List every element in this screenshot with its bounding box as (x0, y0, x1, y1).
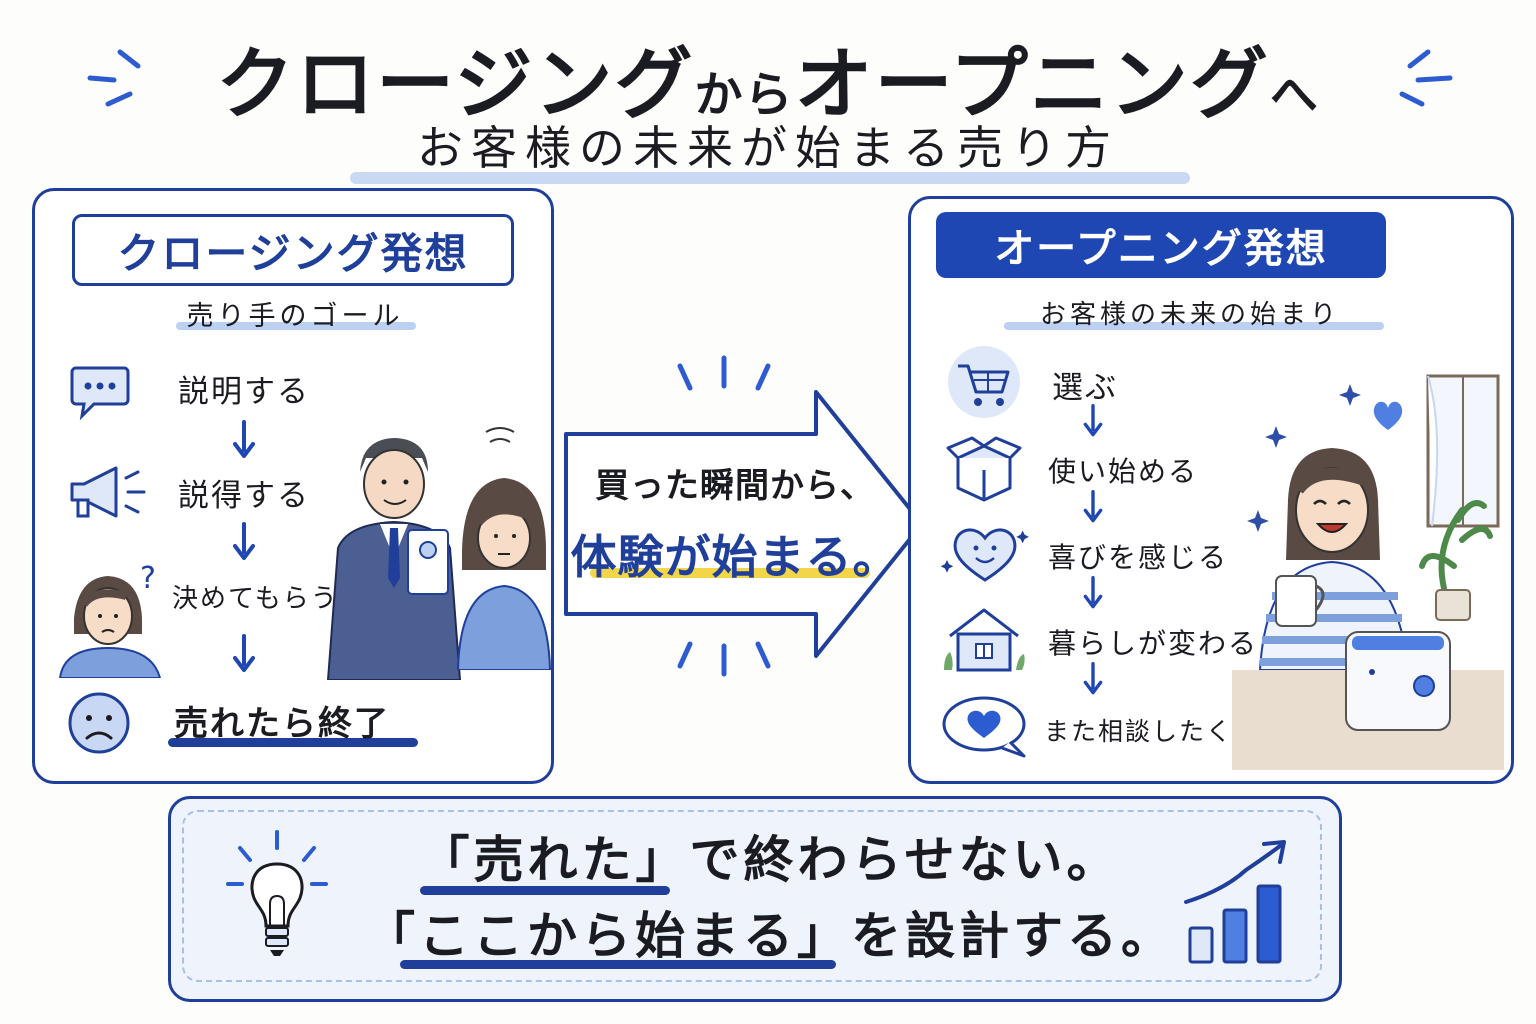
bottom-banner-inner (182, 810, 1322, 982)
closing-panel (32, 188, 554, 784)
bottom-start-underline (400, 960, 836, 969)
heart-face-icon (940, 528, 1029, 582)
opening-goal: お客様の未来の始まり (1039, 300, 1340, 330)
sad-face-icon (68, 692, 130, 754)
down-arrow-icon (233, 634, 255, 672)
closing-heading: クロージング発想 (72, 214, 514, 286)
megaphone-icon (70, 466, 146, 518)
subtitle: お客様の未来が始まる売り方 (417, 121, 1119, 175)
closing-step-explain: 説明する (178, 374, 310, 410)
closing-step-persuade: 説得する (178, 478, 310, 514)
title-sparkle-left-icon (87, 49, 141, 107)
worried-customer-icon: ? (58, 561, 162, 678)
title-suffix: へ (1269, 67, 1320, 123)
down-arrow-icon (1083, 490, 1103, 523)
center-message: 買った瞬間から、 体験が始まる。 (570, 458, 900, 587)
open-box-icon (946, 436, 1022, 502)
arrow-sparkle-bottom-icon (677, 641, 771, 677)
opening-goal-underline (1004, 322, 1384, 330)
listening-customer-icon (456, 427, 552, 670)
center-line1: 買った瞬間から、 (595, 466, 875, 506)
title-closing: クロージング (216, 40, 695, 130)
page-title: クロージングからオープニングへ (0, 22, 1536, 134)
down-arrow-icon (233, 522, 255, 560)
closing-goal: 売り手のゴール (186, 301, 404, 332)
closing-end-underline (168, 738, 418, 747)
opening-step-choose: 選ぶ (1052, 370, 1118, 406)
subtitle-underline (350, 172, 1190, 184)
opening-step-feel-joy: 喜びを感じる (1048, 541, 1229, 574)
bottom-sold-underline (420, 886, 670, 895)
title-connector: から (694, 67, 795, 123)
house-icon (944, 608, 1025, 672)
down-arrow-icon (1083, 662, 1103, 695)
svg-text:?: ? (140, 561, 156, 596)
bottom-message-line1: 「売れた」で終わらせない。 (419, 831, 1121, 889)
speech-bubble-icon (70, 366, 130, 420)
shopping-cart-icon (948, 346, 1020, 418)
opening-heading: オープニング発想 (936, 212, 1386, 278)
closing-step-end: 売れたら終了 (174, 704, 390, 744)
salesperson-icon (326, 438, 462, 680)
title-sparkle-right-icon (1399, 49, 1453, 107)
down-arrow-icon (1083, 404, 1103, 437)
happy-customer-scene-icon (1232, 374, 1504, 770)
opening-step-start-using: 使い始める (1048, 455, 1199, 488)
heart-speech-bubble-icon (942, 696, 1026, 758)
arrow-sparkle-top-icon (677, 355, 771, 391)
transition-arrow (564, 390, 924, 658)
center-line2: 体験が始まる。 (570, 530, 900, 584)
down-arrow-icon (233, 420, 255, 458)
light-bulb-icon (226, 830, 328, 956)
bottom-message-line2: 「ここから始まる」を設計する。 (365, 907, 1175, 965)
opening-step-life-changes: 暮らしが変わる (1048, 627, 1259, 660)
closing-goal-underline (176, 322, 416, 330)
growth-chart-icon (1184, 840, 1286, 964)
center-highlight (590, 568, 870, 578)
title-opening: オープニング (794, 40, 1270, 130)
down-arrow-icon (1083, 576, 1103, 609)
closing-step-decide: 決めてもらう (172, 584, 339, 614)
